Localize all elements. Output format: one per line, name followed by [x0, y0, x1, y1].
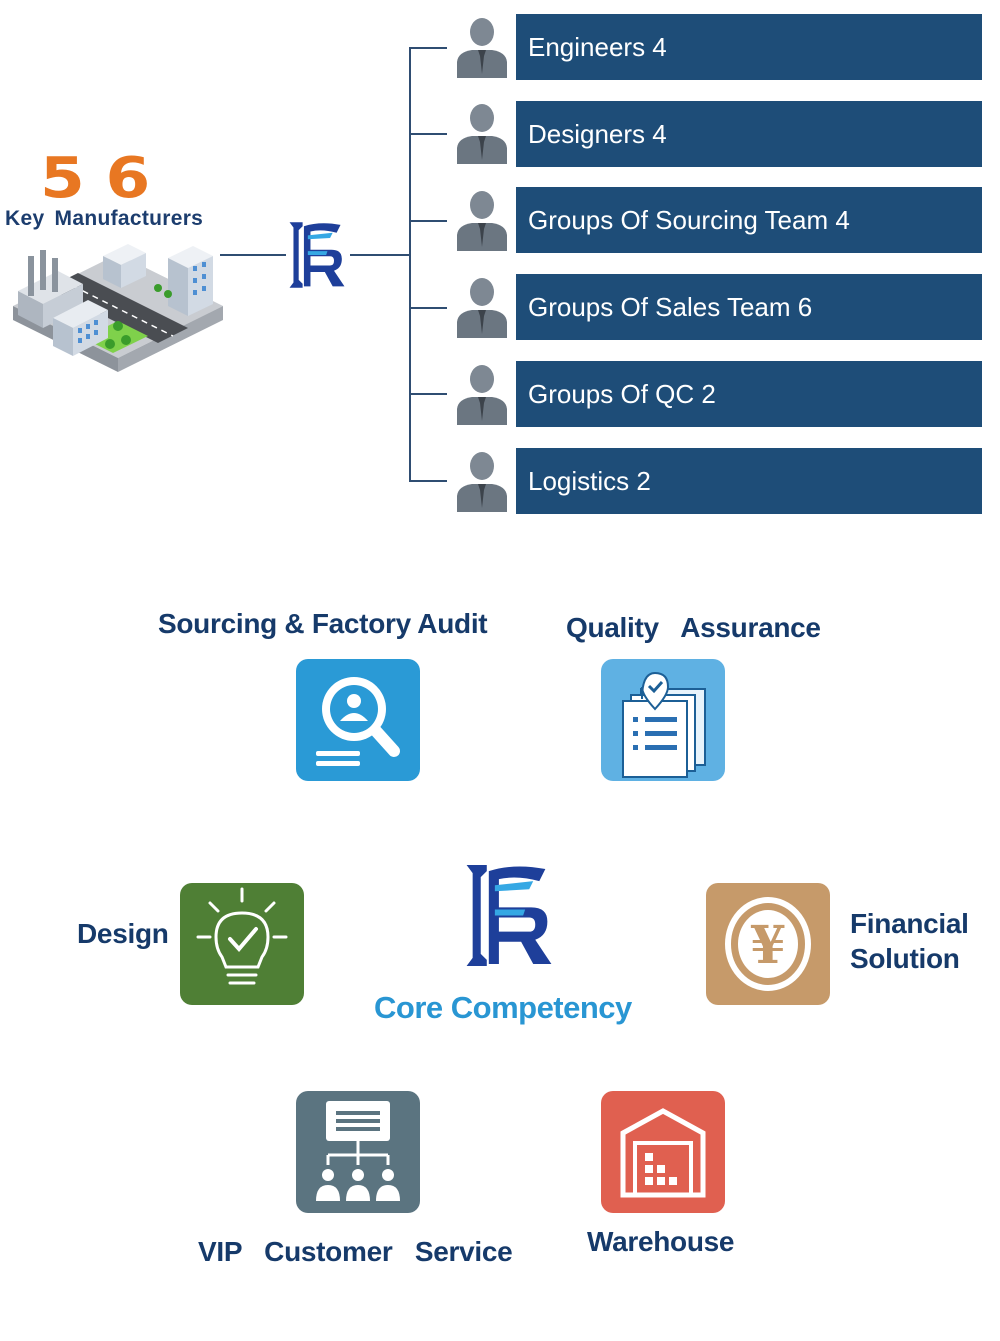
connector-logo-to-tree — [350, 254, 410, 256]
team-branch-line — [409, 307, 447, 309]
magnifier-search-icon — [316, 677, 400, 766]
manufacturer-count: 56 — [40, 146, 172, 211]
quality-title: Quality Assurance — [566, 612, 821, 643]
team-bar-engineers: Engineers 4 — [516, 14, 982, 80]
person-icon — [457, 365, 507, 425]
person-icon — [457, 452, 507, 512]
team-bar-sales: Groups Of Sales Team 6 — [516, 274, 982, 340]
org-chart-people-icon — [316, 1101, 400, 1201]
core-competency-title: Core Competency — [374, 990, 632, 1025]
sourcing-tile — [296, 659, 420, 781]
financial-title-line2: Solution — [850, 943, 960, 974]
design-title: Design — [77, 918, 169, 949]
vip-tile — [296, 1091, 420, 1213]
document-checklist-icon — [622, 671, 706, 778]
team-bar-qc: Groups Of QC 2 — [516, 361, 982, 427]
design-tile — [180, 883, 304, 1005]
lightbulb-check-icon — [196, 887, 288, 985]
sourcing-title: Sourcing & Factory Audit — [158, 608, 488, 639]
factory-city-illustration — [13, 244, 223, 372]
team-branch-line — [409, 393, 447, 395]
company-logo-icon — [289, 222, 345, 288]
yen-coin-icon: ¥ — [725, 897, 811, 991]
tree-trunk-line — [409, 47, 411, 481]
team-branch-line — [409, 220, 447, 222]
team-bar-sourcing: Groups Of Sourcing Team 4 — [516, 187, 982, 253]
person-icon — [457, 18, 507, 78]
manufacturer-count-label: Key Manufacturers — [5, 207, 204, 230]
warehouse-icon — [620, 1108, 706, 1198]
person-icon — [457, 278, 507, 338]
warehouse-title: Warehouse — [587, 1226, 735, 1257]
team-branch-line — [409, 47, 447, 49]
quality-tile — [601, 659, 725, 781]
team-branch-line — [409, 133, 447, 135]
financial-tile: ¥ — [706, 883, 830, 1005]
warehouse-tile — [601, 1091, 725, 1213]
team-bar-designers: Designers 4 — [516, 101, 982, 167]
team-branch-line — [409, 480, 447, 482]
vip-title: VIP Customer Service — [198, 1236, 513, 1267]
connector-city-to-logo — [220, 254, 286, 256]
team-bar-logistics: Logistics 2 — [516, 448, 982, 514]
svg-text:¥: ¥ — [750, 915, 786, 976]
person-icon — [457, 191, 507, 251]
person-icon — [457, 104, 507, 164]
company-logo-large-icon — [466, 865, 552, 966]
financial-title-line1: Financial — [850, 908, 969, 939]
